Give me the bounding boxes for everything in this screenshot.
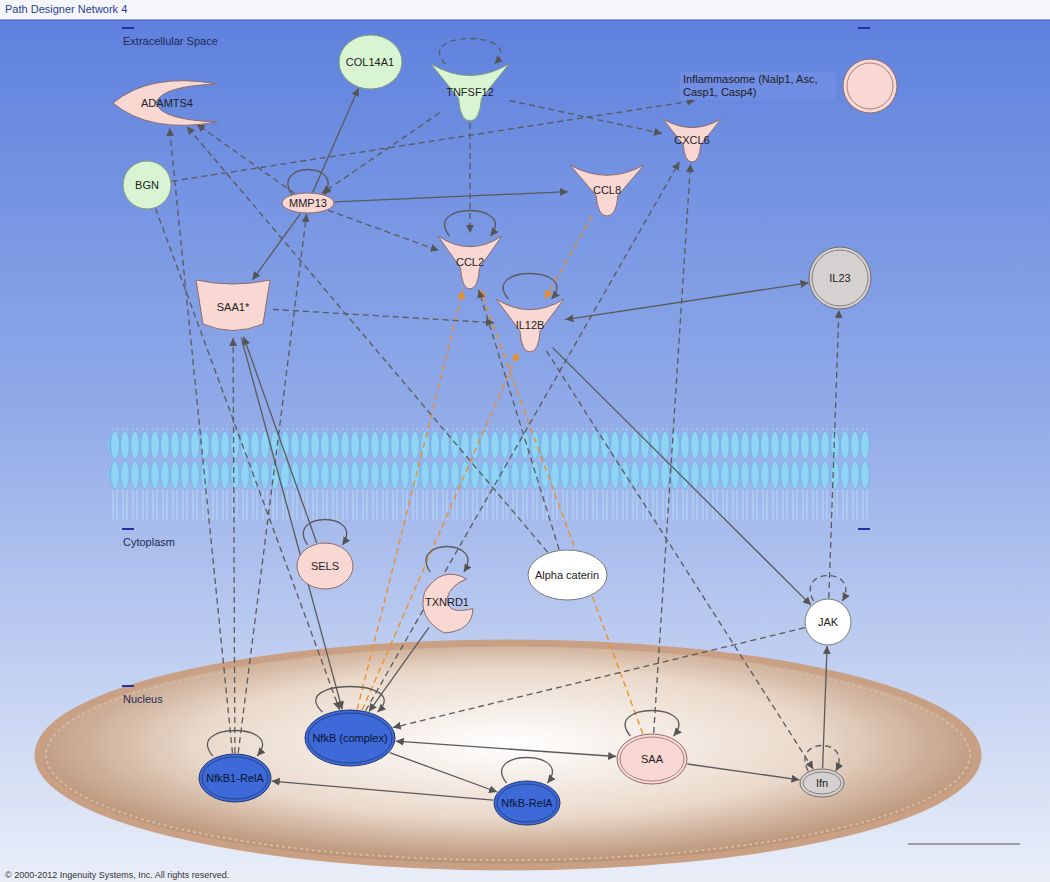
molecule-node: CCL2 [436, 233, 504, 291]
relationship-arrow [253, 214, 301, 280]
node-label: Inflammasome (Nalp1, Asc, Casp1, Casp4) [680, 72, 836, 100]
molecule-node: SAA1* [193, 276, 273, 338]
compartment-label: Extracellular Space [123, 35, 218, 47]
molecule-node: ADAMTS4 [111, 78, 223, 128]
relationship-arrow [625, 711, 679, 737]
node-label: IL23 [829, 272, 850, 285]
molecule-node: NfkB (complex) [304, 709, 396, 767]
node-label: SAA1* [217, 301, 249, 314]
node-label: Alpha caterin [535, 569, 599, 582]
molecule-node: Ifn [799, 768, 845, 798]
node-label: IL12B [516, 319, 545, 332]
molecule-node: CCL8 [568, 162, 646, 218]
node-label: CCL2 [456, 256, 484, 269]
relationship-arrow [565, 283, 808, 320]
relationship-arrow [357, 290, 463, 709]
relationship-arrow [810, 576, 846, 602]
molecule-node: JAK [804, 598, 852, 646]
relationship-arrow [393, 628, 805, 728]
relationship-arrow [313, 88, 359, 192]
relationship-arrow [426, 547, 468, 573]
molecule-node: COL14A1 [338, 34, 403, 90]
node-label: CXCL6 [674, 134, 709, 147]
relationship-arrow [322, 113, 440, 194]
molecule-node: Alpha caterin [527, 549, 608, 601]
relationship-arrow [390, 753, 497, 792]
node-label: SAA [641, 753, 663, 766]
relationship-arrow [545, 216, 592, 299]
molecule-node: TXNRD1 [419, 569, 475, 635]
relationship-arrow [823, 646, 828, 768]
relationship-arrow [335, 192, 568, 202]
relationship-arrow [273, 309, 494, 322]
title-bar [0, 0, 1050, 20]
relationship-arrow [396, 741, 617, 756]
molecule-node: CXCL6 [661, 116, 723, 164]
nucleus-envelope [38, 643, 978, 867]
relationship-arrow [207, 731, 262, 757]
node-label: ADAMTS4 [141, 97, 193, 110]
relationship-arrow [241, 337, 342, 709]
relationship-arrow [362, 352, 518, 710]
relationship-arrow [479, 290, 559, 550]
relationship-arrow [445, 211, 496, 237]
compartment-label: Nucleus [123, 693, 163, 705]
relationship-arrow [170, 128, 233, 753]
relationship-arrow [328, 210, 439, 250]
cell-membrane [108, 428, 870, 520]
node-label: TXNRD1 [425, 596, 469, 609]
relationship-arrow [272, 781, 494, 800]
relationship-arrow [156, 209, 340, 710]
molecule-node: SAA [616, 733, 688, 785]
relationship-arrow [303, 520, 346, 546]
relationship-arrow [233, 338, 235, 753]
relationship-arrow [654, 164, 691, 733]
molecule-node: TNFSF12 [429, 61, 511, 123]
relationship-arrow [244, 337, 317, 543]
molecule-node: Inflammasome (Nalp1, Asc, Casp1, Casp4) [680, 57, 900, 115]
node-label: SELS [311, 560, 339, 573]
copyright-note: © 2000-2012 Ingenuity Systems, Inc. All … [5, 870, 229, 880]
relationship-arrow [687, 764, 799, 780]
relationship-arrow [369, 627, 429, 711]
relationship-arrow [288, 170, 328, 196]
molecule-node: MMP13 [281, 192, 335, 214]
relationship-arrow [502, 758, 553, 784]
relationship-arrow [503, 274, 557, 300]
node-label: Ifn [816, 777, 828, 790]
molecule-node: IL12B [494, 296, 566, 354]
relationship-arrow [805, 746, 839, 772]
relationship-arrow [829, 310, 839, 598]
node-label: CCL8 [593, 184, 621, 197]
relationship-arrow [197, 124, 295, 193]
node-label: JAK [818, 616, 838, 629]
node-label: NfkB (complex) [312, 732, 387, 745]
relationship-arrow [316, 687, 385, 713]
page-title: Path Designer Network 4 [5, 3, 127, 15]
node-label: TNFSF12 [446, 86, 494, 99]
node-label: NfkB1-RelA [206, 772, 263, 785]
node-label: NfkB-RelA [501, 797, 552, 810]
node-label: MMP13 [289, 197, 327, 210]
node-label: BGN [135, 179, 159, 192]
molecule-node: NfkB1-RelA [198, 753, 272, 803]
relationship-arrow [509, 101, 662, 134]
molecule-node: BGN [122, 160, 172, 210]
relationship-arrow [469, 123, 470, 233]
compartment-label: Cytoplasm [123, 536, 175, 548]
relationship-arrow [366, 162, 680, 711]
molecule-node: IL23 [808, 246, 872, 310]
node-label: COL14A1 [346, 56, 394, 69]
relationship-arrow [439, 39, 500, 65]
molecule-node: NfkB-RelA [493, 780, 561, 826]
relationship-arrow [172, 101, 695, 182]
molecule-node: SELS [296, 542, 354, 590]
